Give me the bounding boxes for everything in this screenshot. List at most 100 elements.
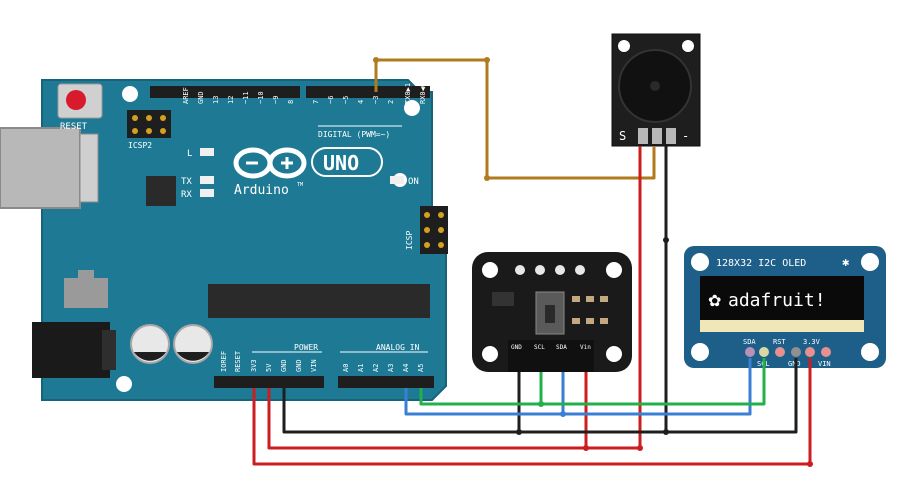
junction-dot (807, 461, 813, 467)
sensor-pin-label: GND (511, 344, 522, 351)
oled-pin-label: RST (773, 338, 786, 346)
junction-dot (663, 237, 669, 243)
pin-label: GND (295, 359, 303, 372)
buzzer-signal-label: S (619, 129, 626, 143)
junction-dot (583, 445, 589, 451)
uno-badge (311, 147, 383, 177)
usb-port (0, 127, 81, 209)
brand-label: Arduino (234, 183, 289, 198)
pin-label: RX0◀0 (419, 83, 427, 104)
pin-label: A3 (387, 364, 395, 372)
icsp2-label: ICSP2 (128, 141, 152, 150)
buzzer-module: S - (611, 33, 701, 147)
voltage-regulator (64, 278, 108, 308)
wire-black (282, 358, 798, 434)
wires (252, 58, 812, 466)
mounting-hole (122, 86, 138, 102)
pin-label: A1 (357, 364, 365, 372)
model-label: UNO (323, 151, 359, 175)
arduino-uno-board: RESET ICSP2 AREF GND 13 12 ~11 ~10 ~9 8 … (0, 79, 448, 401)
wire-red (267, 146, 642, 450)
trademark-label: TM (297, 182, 303, 188)
pin-label: TX0▶1 (404, 83, 412, 104)
pin-label: ~3 (372, 96, 380, 104)
on-label: ON (408, 177, 419, 187)
power-pin-labels: IOREF RESET 3V3 5V GND GND VIN (220, 350, 318, 372)
oled-pin-label: GND (788, 360, 801, 368)
reset-button-cap (66, 90, 86, 110)
pin-label: GND (280, 359, 288, 372)
wire-green (419, 358, 766, 406)
digital-pin-labels: AREF GND 13 12 ~11 ~10 ~9 8 7 ~6 ~5 4 ~3… (182, 83, 427, 104)
oled-pin-label: SDA (743, 338, 756, 346)
analog-pin-labels: A0 A1 A2 A3 A4 A5 (342, 364, 425, 372)
pin-label: ~11 (242, 91, 250, 104)
analog-header (338, 376, 434, 388)
pin-label: A5 (417, 364, 425, 372)
junction-dot (484, 57, 490, 63)
pin-label: 12 (227, 96, 235, 104)
junction-dot (516, 429, 522, 435)
pin-label: 7 (312, 100, 320, 104)
pin-label: ~6 (327, 96, 335, 104)
power-jack (32, 322, 110, 378)
rx-label: RX (181, 190, 192, 200)
junction-dot (538, 401, 544, 407)
rx-led (200, 189, 214, 197)
pin-label: 4 (357, 100, 365, 104)
pin-label: 8 (287, 100, 295, 104)
flower-logo-icon: ✿ (708, 291, 721, 310)
on-led (390, 176, 404, 184)
pin-label: A0 (342, 364, 350, 372)
digital-header (150, 86, 430, 98)
pin-label: 13 (212, 96, 220, 104)
mounting-hole (404, 100, 420, 116)
pin-label: GND (197, 91, 205, 104)
wire-blue (404, 358, 752, 416)
pin-label: 3V3 (250, 359, 258, 372)
reset-label: RESET (60, 122, 88, 132)
sensor-module: GND SCL SDA Vin (472, 252, 632, 372)
pin-label: AREF (182, 87, 190, 104)
oled-pin-label: 3.3V (803, 338, 821, 346)
buzzer-minus-label: - (682, 129, 689, 143)
junction-dot (637, 445, 643, 451)
sensor-pin-label: Vin (580, 344, 591, 351)
sensor-pin-label: SDA (556, 344, 567, 351)
mounting-hole (116, 376, 132, 392)
junction-dot (663, 429, 669, 435)
pin-label: ~10 (257, 91, 265, 104)
adafruit-star-icon: ✱ (842, 255, 849, 269)
junction-dot (560, 411, 566, 417)
power-header (214, 376, 324, 388)
oled-screen (700, 276, 864, 320)
arduino-logo (233, 147, 307, 179)
icsp-header (420, 206, 448, 254)
pin-label: ~9 (272, 96, 280, 104)
wire-junctions (583, 445, 813, 467)
analog-label: ANALOG IN (376, 343, 420, 352)
pin-label: ~5 (342, 96, 350, 104)
l-led (200, 148, 214, 156)
pin-label: A4 (402, 364, 410, 372)
oled-screen-text: adafruit! (728, 290, 826, 311)
wire-brown (374, 58, 656, 180)
sensor-pin-label: SCL (534, 344, 545, 351)
pin-label: 5V (265, 363, 273, 372)
power-label: POWER (294, 343, 318, 352)
oled-pin-label: VIN (818, 360, 831, 368)
icsp2-header (127, 110, 171, 138)
pin-label: VIN (310, 359, 318, 372)
usb-chip (146, 176, 176, 206)
junction-dot (373, 57, 379, 63)
digital-label: DIGITAL (PWM=~) (318, 130, 390, 139)
pin-label: 2 (387, 100, 395, 104)
tx-led (200, 176, 214, 184)
tx-label: TX (181, 177, 192, 187)
microcontroller-chip (208, 284, 430, 318)
icsp-label: ICSP (405, 231, 414, 250)
pin-label: IOREF (220, 351, 228, 372)
wire-red (252, 358, 812, 466)
pin-label: RESET (234, 350, 242, 372)
